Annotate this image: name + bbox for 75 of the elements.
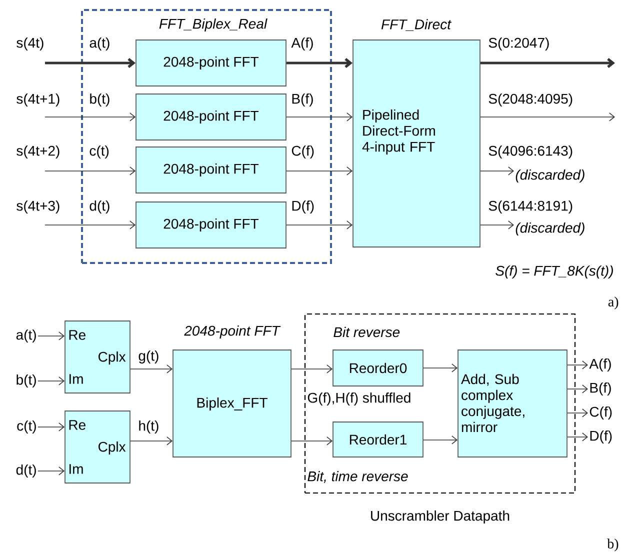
reorder-box: Reorder0: [332, 350, 424, 386]
panel-label: b): [607, 538, 618, 552]
arrow: [45, 58, 136, 68]
edge-label: S(0:2047): [488, 37, 549, 51]
port-label: c(t): [90, 145, 109, 159]
edge-label: C(f): [292, 145, 314, 159]
edge-label: g(t): [138, 350, 158, 364]
arrow: [480, 220, 514, 230]
arrow: [567, 408, 588, 418]
arrow: [44, 112, 136, 122]
arrow: [130, 364, 173, 374]
fft-box: 2048-point FFT: [136, 40, 286, 86]
group-title: FFT_Biplex_Real: [159, 18, 268, 32]
signal-label: d(t): [16, 464, 36, 478]
formula-label: S(f) = FFT_8K(s(t)): [496, 265, 613, 279]
port-label: Bit reverse: [334, 326, 400, 338]
block-title: FFT_Direct: [381, 19, 452, 31]
edge-label: s(4t+1): [16, 93, 60, 107]
signal-label: A(f): [589, 358, 611, 372]
port-label: a(t): [90, 37, 110, 51]
arrow: [286, 220, 353, 230]
arrow: [480, 112, 615, 122]
fft-block: Pipelined Direct-Form 4-input FFT: [352, 40, 480, 248]
converter-box: Re Cplx Im: [64, 320, 130, 394]
signal-label: (discarded): [516, 169, 584, 183]
edge-label: S(6144:8191): [488, 200, 572, 214]
arrow: [286, 58, 353, 68]
arrow: [567, 432, 588, 442]
edge-label: s(4t): [16, 37, 44, 51]
reorder-box: Reorder1: [332, 422, 424, 458]
arrow: [291, 436, 333, 446]
group-title: Unscrambler Datapath: [371, 510, 510, 524]
port-label: Bit, time reverse: [308, 471, 408, 483]
arrow: [38, 422, 65, 432]
signal-label: b(t): [16, 374, 36, 388]
arrow: [38, 466, 65, 476]
edge-label: S(2048:4095): [488, 93, 572, 107]
arrow: [38, 376, 65, 386]
arrow: [44, 220, 136, 230]
arrow: [291, 364, 333, 374]
process-box: Add, Sub complex conjugate, mirror: [458, 350, 568, 458]
signal-label: c(t): [17, 420, 36, 434]
arrow: [567, 360, 588, 370]
edge-label: B(f): [292, 93, 313, 107]
arrow: [480, 58, 615, 68]
fft-box: 2048-point FFT: [136, 202, 286, 248]
edge-label: D(f): [292, 200, 314, 214]
arrow: [423, 436, 458, 444]
edge-label: h(t): [139, 420, 158, 434]
edge-label: A(f): [291, 37, 313, 51]
port-label: d(t): [90, 200, 110, 214]
fft-box: 2048-point FFT: [136, 94, 286, 140]
edge-label: s(4t+3): [16, 200, 60, 214]
arrow: [286, 112, 353, 122]
edge-label: s(4t+2): [16, 145, 60, 159]
signal-label: D(f): [590, 430, 612, 444]
arrow: [567, 384, 588, 394]
arrow: [480, 166, 514, 176]
arrow: [38, 332, 65, 340]
converter-box: Re Cplx Im: [64, 410, 130, 484]
fft-box: 2048-point FFT: [136, 146, 286, 194]
arrow: [44, 166, 136, 176]
arrow: [286, 166, 353, 176]
signal-label: (discarded): [516, 222, 584, 236]
signal-label: a(t): [16, 329, 36, 343]
note-label: G(f),H(f) shuffled: [308, 392, 410, 406]
port-label: b(t): [90, 93, 110, 107]
signal-label: C(f): [590, 406, 612, 420]
panel-label: a): [608, 296, 618, 310]
fft-block: Biplex_FFT: [172, 350, 292, 458]
arrow: [130, 436, 173, 446]
arrow: [423, 364, 458, 372]
edge-label: S(4096:6143): [488, 145, 572, 159]
signal-label: B(f): [590, 382, 611, 396]
block-title: 2048-point FFT: [184, 325, 281, 339]
